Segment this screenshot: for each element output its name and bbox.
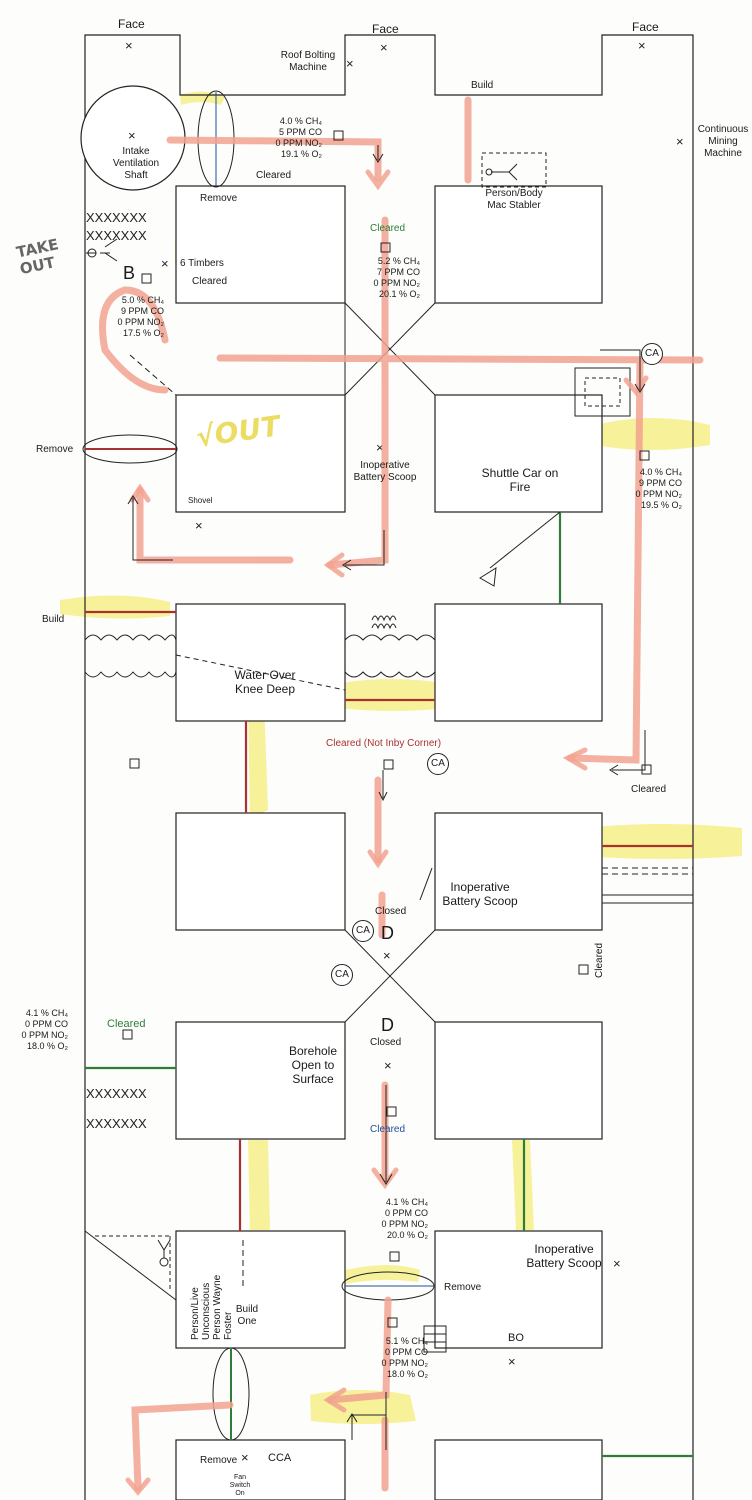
remove-mid-label: Remove	[444, 1282, 482, 1293]
d-marker: D	[381, 923, 394, 943]
svg-text:×: ×	[508, 1354, 516, 1369]
water-symbol	[84, 615, 436, 691]
scoop-mid-label: Inoperative Battery Scoop	[442, 880, 518, 908]
thin-arrows	[86, 145, 646, 1450]
svg-text:XXXXXXX: XXXXXXX	[86, 1086, 147, 1101]
borehole-label: Borehole Open to Surface	[288, 1044, 338, 1086]
cleared-label: Cleared	[594, 942, 605, 978]
cleared-label: Cleared	[370, 1124, 406, 1135]
remove-left-label: Remove	[36, 444, 74, 455]
svg-text:XXXXXXX: XXXXXXX	[86, 228, 147, 243]
svg-text:×: ×	[376, 440, 384, 455]
closed-label: Closed	[375, 906, 407, 917]
ca-marker: CA	[641, 343, 663, 365]
cleared-not-inby-label: Cleared (Not Inby Corner)	[326, 738, 442, 749]
ca-marker: CA	[331, 964, 353, 986]
cleared-label: Cleared	[256, 170, 292, 181]
svg-text:×: ×	[676, 134, 684, 149]
scoop-bottom-label: Inoperative Battery Scoop	[526, 1242, 602, 1270]
cleared-label: Cleared	[107, 1018, 146, 1030]
build-one-label: Build One	[235, 1304, 259, 1327]
remove-intake-label: Remove	[200, 193, 238, 204]
svg-text:×: ×	[195, 518, 203, 533]
svg-text:×: ×	[383, 948, 391, 963]
face-label-right: Face	[632, 20, 659, 34]
fan-switch-label: Fan Switch On	[229, 1474, 251, 1497]
scoop-top-label: Inoperative Battery Scoop	[353, 460, 417, 483]
closed-label: Closed	[370, 1037, 402, 1048]
ca-marker: CA	[427, 753, 449, 775]
mine-walls	[84, 34, 694, 1500]
svg-text:×: ×	[380, 40, 388, 55]
water-label: Water Over Knee Deep	[234, 668, 296, 696]
roof-bolter-label: Roof Bolting Machine	[280, 50, 336, 73]
person-body-label: Person/Body Mac Stabler	[485, 188, 543, 211]
symbol-boxes	[84, 152, 631, 1353]
build-left-label: Build	[42, 614, 65, 625]
cca-label: CCA	[268, 1452, 292, 1464]
d-marker: D	[381, 1015, 394, 1035]
bo-label: BO	[508, 1332, 524, 1344]
svg-text:XXXXXXX: XXXXXXX	[86, 210, 147, 225]
x-marks: × × × × × × × × × × × × × ×	[125, 38, 684, 1465]
cleared-label: Cleared	[370, 223, 406, 234]
timbers-label: 6 Timbers	[180, 258, 224, 269]
cleared-label: Cleared	[631, 784, 667, 795]
svg-text:×: ×	[241, 1450, 249, 1465]
continuous-miner-label: Continuous Mining Machine	[697, 124, 749, 159]
svg-text:×: ×	[384, 1058, 392, 1073]
svg-text:×: ×	[128, 128, 136, 143]
face-label-left: Face	[118, 17, 145, 31]
pillars	[175, 185, 603, 1500]
crib-rows: XXXXXXX XXXXXXX XXXXXXX XXXXXXX	[86, 210, 147, 1131]
crosscut-diagonals	[344, 302, 436, 1023]
build-top-label: Build	[471, 80, 494, 91]
shuttle-car-label: Shuttle Car on Fire	[481, 466, 559, 494]
person-live-label: Person/Live Unconscious Person Wayne Fos…	[190, 1274, 234, 1340]
route-arrowheads	[125, 169, 649, 1496]
b-marker: B	[123, 263, 136, 283]
svg-text:×: ×	[125, 38, 133, 53]
face-label-center: Face	[372, 22, 399, 36]
ca-marker: CA	[352, 920, 374, 942]
remove-bottom-label: Remove	[200, 1455, 238, 1466]
svg-text:×: ×	[161, 256, 169, 271]
sample-points	[122, 130, 652, 1328]
cleared-label: Cleared	[192, 276, 228, 287]
stoppings	[85, 512, 693, 1458]
v-out-note: √OUT	[194, 409, 283, 454]
svg-text:×: ×	[613, 1256, 621, 1271]
svg-text:XXXXXXX: XXXXXXX	[86, 1116, 147, 1131]
svg-text:×: ×	[638, 38, 646, 53]
intake-shaft-label: Intake Ventilation Shaft	[112, 146, 160, 181]
svg-text:×: ×	[346, 56, 354, 71]
dashed-lines	[129, 354, 693, 1290]
shovel-label: Shovel	[188, 496, 213, 505]
